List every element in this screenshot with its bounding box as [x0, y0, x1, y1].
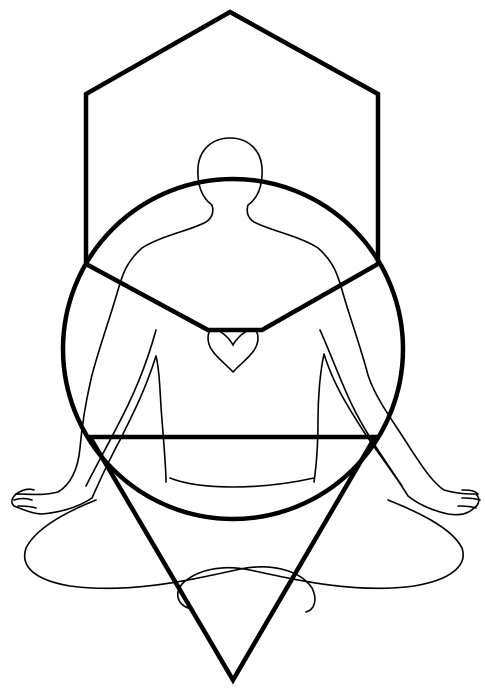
figure-upper-body-outline: [12, 138, 479, 515]
heart-icon: [208, 330, 258, 372]
downward-triangle: [90, 437, 375, 680]
figure-left-hand: [14, 489, 36, 508]
central-circle: [63, 179, 403, 519]
figure-left-arm-inner: [86, 330, 156, 486]
upper-hexagon: [86, 12, 378, 330]
meditating-figure: [12, 138, 480, 612]
